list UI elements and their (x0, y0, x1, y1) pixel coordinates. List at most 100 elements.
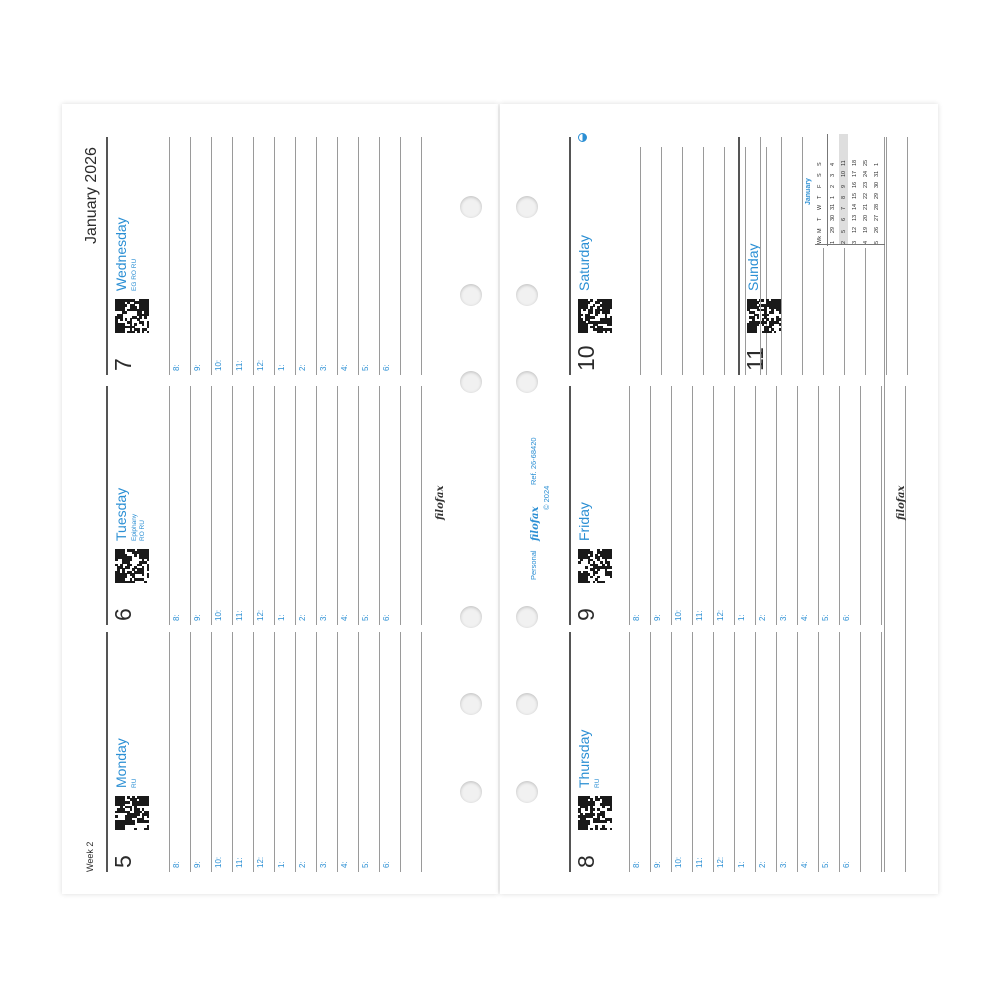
qr-module (776, 318, 779, 322)
qr-module (117, 820, 121, 823)
qr-module (132, 822, 135, 826)
qr-module (754, 323, 757, 326)
qr-module (122, 325, 125, 329)
qr-module (597, 549, 601, 552)
qr-module (115, 800, 118, 804)
qr-module (754, 320, 757, 324)
qr-module (119, 556, 123, 559)
qr-module (602, 825, 605, 828)
writing-rule (169, 386, 170, 625)
writing-rule (671, 632, 672, 872)
qr-module (132, 803, 135, 806)
qr-module (582, 798, 586, 802)
qr-module (776, 306, 779, 309)
qr-module (122, 825, 125, 828)
punch-hole (516, 693, 538, 715)
qr-module (776, 301, 779, 305)
qr-module (136, 313, 140, 317)
hour-label: 10: (674, 856, 683, 868)
qr-module (592, 573, 596, 576)
qr-module (136, 570, 140, 574)
qr-module (761, 299, 765, 302)
writing-rule (358, 386, 359, 625)
qr-module (607, 301, 610, 305)
qr-module (132, 573, 135, 576)
qr-module (132, 299, 135, 302)
hour-label: 3: (779, 861, 788, 868)
writing-rule (421, 137, 422, 375)
qr-module (141, 549, 145, 552)
qr-module (597, 815, 601, 819)
punch-hole (460, 693, 482, 715)
qr-module (141, 301, 145, 305)
mini-cal-cell: 5 (841, 229, 847, 233)
qr-module (124, 299, 128, 302)
qr-module (778, 301, 782, 305)
mini-cal-cell: 17 (852, 170, 858, 177)
qr-module (599, 330, 603, 334)
qr-module (609, 798, 613, 802)
writing-rule (640, 147, 641, 375)
qr-module (115, 551, 118, 555)
qr-module (592, 580, 596, 584)
qr-module (136, 551, 140, 555)
qr-module (607, 556, 610, 559)
qr-module (766, 328, 770, 331)
qr-module (604, 318, 608, 322)
qr-module (119, 301, 123, 305)
qr-module (115, 306, 118, 309)
qr-module (144, 798, 147, 802)
qr-module (585, 325, 588, 329)
qr-module (115, 803, 118, 806)
qr-module (585, 306, 588, 309)
qr-module (604, 556, 608, 559)
qr-module (768, 330, 772, 334)
day-number: 9 (573, 608, 599, 621)
qr-module (578, 318, 581, 322)
mini-cal-header: F (817, 184, 823, 188)
mini-cal-cell: 22 (863, 192, 869, 199)
qr-module (124, 558, 128, 562)
qr-module (604, 320, 608, 324)
qr-module (754, 299, 757, 302)
qr-module (132, 813, 135, 816)
writing-rule (884, 137, 885, 872)
right-page (500, 104, 938, 894)
qr-module (764, 320, 767, 324)
qr-module (122, 796, 125, 799)
qr-module (136, 810, 140, 814)
qr-module (580, 798, 584, 802)
qr-module (136, 796, 140, 799)
day-divider (569, 632, 571, 872)
qr-module (124, 810, 128, 814)
qr-module (144, 549, 147, 552)
qr-module (117, 568, 121, 572)
day-divider (106, 137, 108, 375)
qr-module (602, 810, 605, 814)
qr-module (582, 553, 586, 557)
writing-rule (781, 137, 782, 375)
qr-module (144, 311, 147, 314)
qr-module (134, 813, 138, 816)
qr-module (136, 820, 140, 823)
qr-module (136, 803, 140, 806)
qr-module (127, 817, 130, 821)
qr-module (141, 820, 145, 823)
qr-module (119, 580, 123, 584)
qr-module (144, 813, 147, 816)
qr-module (585, 580, 588, 584)
hour-label: 11: (695, 610, 704, 621)
qr-module (604, 800, 608, 804)
qr-module (146, 313, 150, 317)
qr-module (115, 553, 118, 557)
qr-module (771, 318, 774, 322)
qr-module (141, 570, 145, 574)
qr-module (146, 308, 150, 312)
qr-module (119, 563, 123, 567)
qr-module (590, 299, 593, 302)
qr-module (117, 827, 121, 831)
qr-module (580, 805, 584, 809)
mini-cal-cell: 30 (874, 181, 880, 188)
qr-module (119, 330, 123, 334)
qr-module (134, 566, 138, 569)
